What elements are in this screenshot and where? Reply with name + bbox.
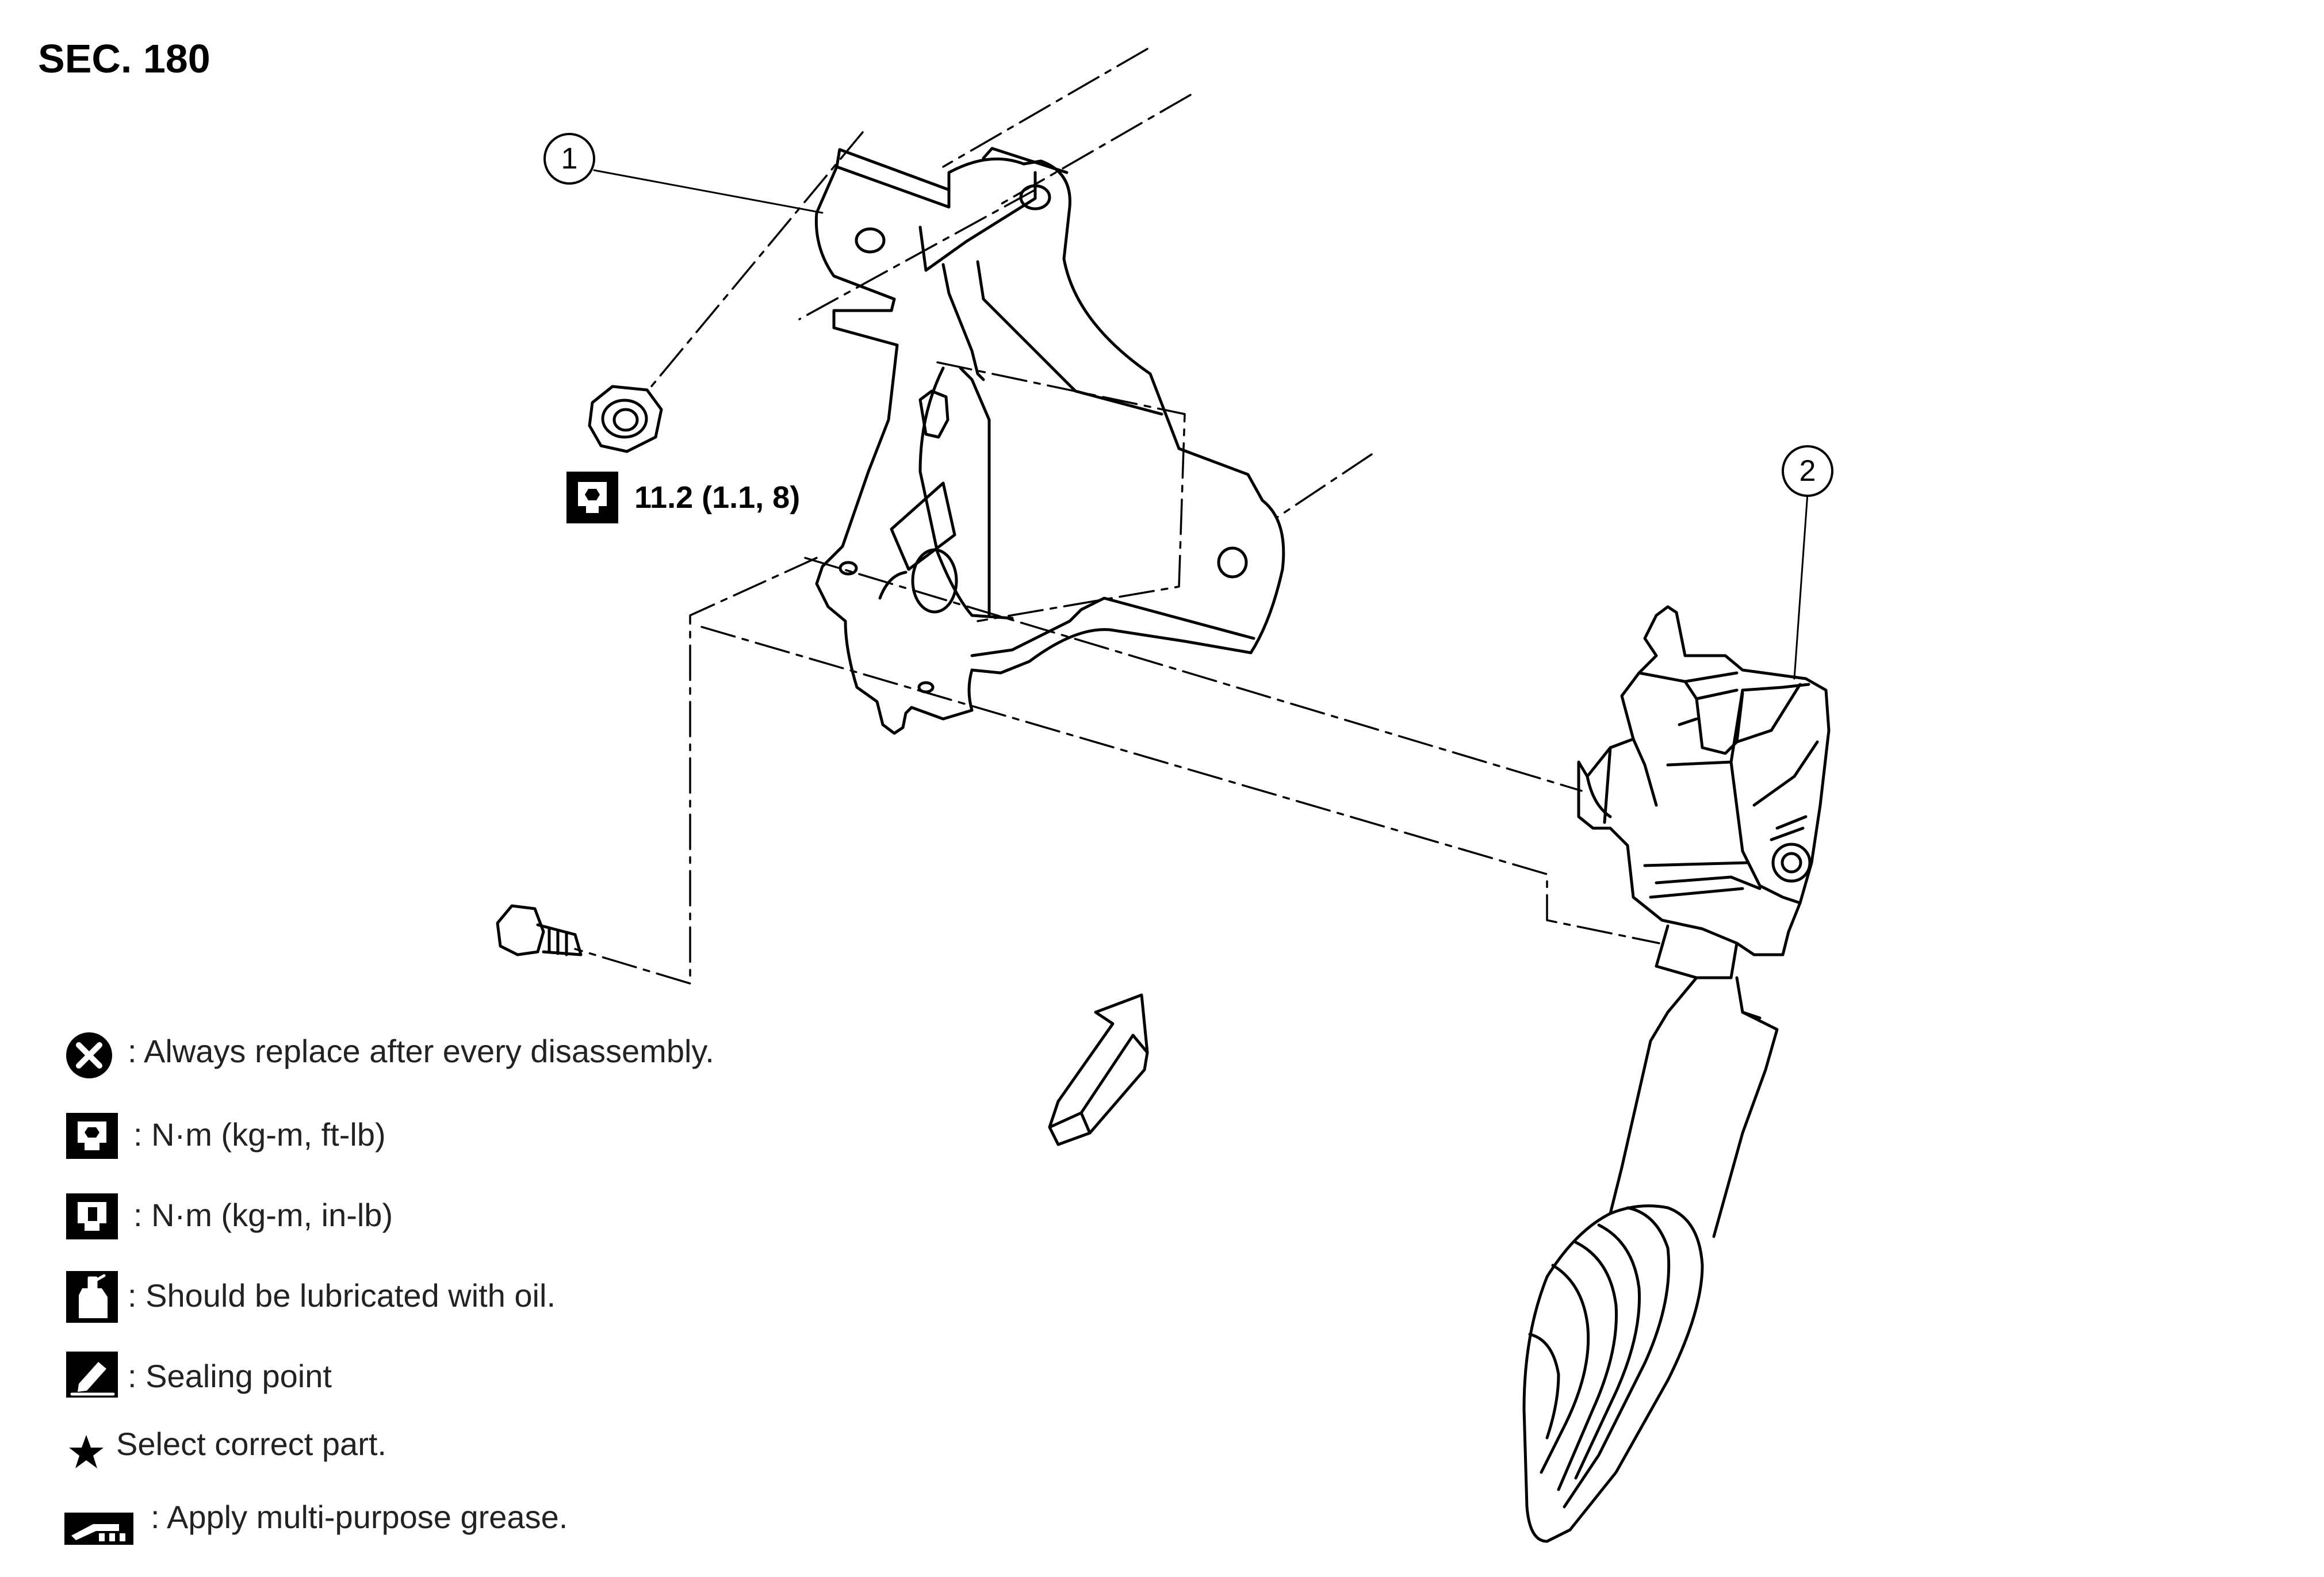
- callout-circle-2: [1782, 445, 1833, 497]
- legend-grease-text: : Apply multi-purpose grease.: [151, 1499, 568, 1535]
- legend-grease: : Apply multi-purpose grease.: [151, 1498, 568, 1536]
- mounting-bolt: [496, 904, 583, 956]
- torque-callout: 11.2 (1.1, 8): [566, 472, 800, 523]
- legend-torque-inlb-text: : N·m (kg-m, in-lb): [133, 1197, 393, 1233]
- front-arrow: [1048, 993, 1149, 1129]
- legend-torque-inlb: : N·m (kg-m, in-lb): [133, 1196, 393, 1234]
- legend-torque-ftlb-text: : N·m (kg-m, ft-lb): [133, 1116, 386, 1153]
- flange-nut: [588, 385, 663, 453]
- section-title: SEC. 180: [38, 36, 210, 81]
- callout-circle-1: [543, 133, 595, 185]
- legend-torque-ftlb: : N·m (kg-m, ft-lb): [133, 1116, 386, 1153]
- legend-sealing: : Sealing point: [128, 1357, 332, 1395]
- legend-select: Select correct part.: [116, 1425, 386, 1463]
- leader-line-2: [1793, 492, 1809, 680]
- legend-select-text: Select correct part.: [116, 1426, 386, 1462]
- legend-lubricate: : Should be lubricated with oil.: [128, 1277, 556, 1314]
- legend-icons: [64, 1032, 133, 1545]
- pedal-bracket: [814, 147, 1285, 735]
- accelerator-pedal-assembly: [1522, 605, 1831, 1543]
- torque-callout-icon: [566, 472, 618, 523]
- leader-line-1: [593, 169, 824, 214]
- callout-number-1: 1: [561, 142, 578, 175]
- legend-sealing-text: : Sealing point: [128, 1358, 332, 1394]
- callout-number-2: 2: [1799, 454, 1816, 488]
- legend-lubricate-text: : Should be lubricated with oil.: [128, 1277, 556, 1314]
- torque-wrench-icon: [566, 472, 618, 523]
- legend-replace: : Always replace after every disassembly…: [128, 1032, 714, 1070]
- legend-replace-text: : Always replace after every disassembly…: [128, 1033, 714, 1069]
- torque-spec: 11.2 (1.1, 8): [634, 480, 801, 515]
